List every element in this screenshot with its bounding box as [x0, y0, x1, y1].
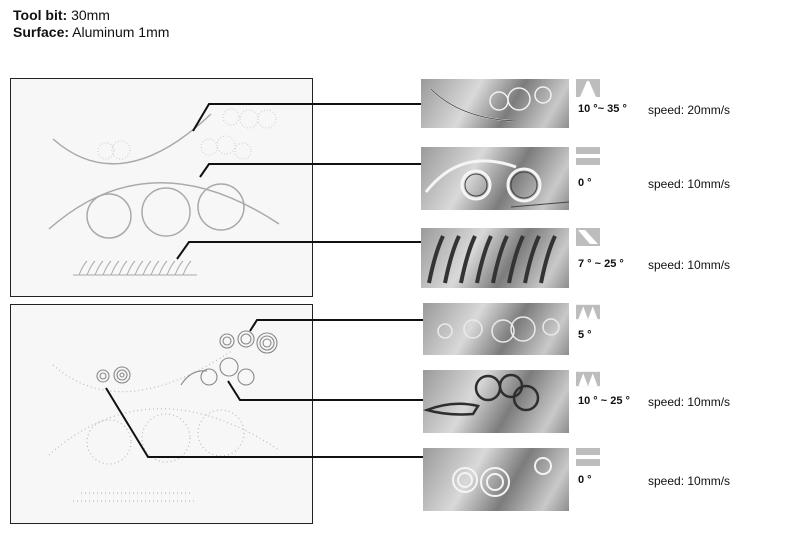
- surface-value: Aluminum 1mm: [72, 24, 170, 40]
- connector-6: [105, 387, 423, 458]
- sample-photo-5: [423, 370, 569, 433]
- angle-label-6: 0 °: [578, 474, 592, 486]
- tool-bit-value: 30mm: [71, 7, 110, 23]
- connector-2: [199, 163, 421, 178]
- speed-label-1: speed: 20mm/s: [648, 103, 731, 117]
- angle-label-3: 7 ° ~ 25 °: [578, 258, 624, 270]
- bottom-design-drawing: [48, 330, 280, 502]
- surface-line: Surface: Aluminum 1mm: [13, 24, 169, 41]
- v-angle-icon: [576, 371, 600, 387]
- connector-4: [249, 319, 423, 332]
- tool-bit-line: Tool bit: 30mm: [13, 7, 169, 24]
- wide-v-angle-icon: [576, 79, 600, 97]
- angle-label-2: 0 °: [578, 177, 592, 189]
- top-design-drawing: [48, 108, 280, 276]
- speed-label-5: speed: 10mm/s: [648, 395, 731, 409]
- angle-label-5: 10 ° ~ 25 °: [578, 395, 630, 407]
- top-design-panel: [10, 78, 313, 297]
- speed-label-6: speed: 10mm/s: [648, 474, 731, 488]
- tool-bit-label: Tool bit:: [13, 7, 68, 23]
- speed-label-2: speed: 10mm/s: [648, 177, 731, 191]
- connector-3: [176, 241, 421, 260]
- sample-photo-6: [423, 448, 569, 511]
- connector-5: [227, 380, 423, 401]
- sample-photo-2: [421, 147, 569, 210]
- flat-angle-icon: [576, 448, 600, 466]
- bottom-design-panel: [10, 304, 313, 524]
- connector-1: [192, 103, 421, 132]
- angle-label-1: 10 °~ 35 °: [578, 103, 627, 115]
- angle-label-4: 5 °: [578, 329, 592, 341]
- header-info: Tool bit: 30mm Surface: Aluminum 1mm: [13, 7, 169, 41]
- flat-angle-icon: [576, 147, 600, 165]
- surface-label: Surface:: [13, 24, 70, 40]
- shallow-angle-icon: [576, 228, 600, 246]
- sample-photo-1: [421, 79, 569, 128]
- sample-photo-3: [421, 228, 569, 288]
- speed-label-3: speed: 10mm/s: [648, 258, 731, 272]
- v-angle-icon: [576, 304, 600, 320]
- sample-photo-4: [423, 303, 569, 355]
